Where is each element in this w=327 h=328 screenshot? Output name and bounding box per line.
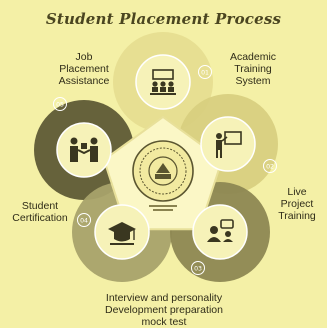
university-emblem-icon <box>132 140 194 211</box>
page-title: Student Placement Process <box>45 10 282 28</box>
step-label-live-project: Live Project Training <box>278 186 316 222</box>
interview-people-icon <box>207 219 234 242</box>
step-node-02: 02 <box>200 116 277 173</box>
svg-text:01: 01 <box>201 69 209 76</box>
svg-text:03: 03 <box>194 265 202 272</box>
step-number-badge: 01 <box>198 65 212 79</box>
step-label-interview: Interview and personality Development pr… <box>105 292 223 328</box>
step-node-03: 03 <box>191 204 248 275</box>
svg-text:04: 04 <box>80 217 88 224</box>
step-label-certification: Student Certification <box>12 200 68 224</box>
step-label-academic-training: Academic Training System <box>229 51 277 87</box>
step-number-badge: 03 <box>191 261 205 275</box>
graduation-cap-icon <box>108 222 136 245</box>
step-node-05: 05 <box>53 97 112 178</box>
svg-text:02: 02 <box>266 163 274 170</box>
svg-text:05: 05 <box>56 101 64 108</box>
step-node-04: 04 <box>77 204 150 260</box>
step-number-badge: 02 <box>263 159 277 173</box>
presenter-board-icon <box>216 131 242 158</box>
classroom-icon <box>150 69 176 95</box>
step-node-01: 01 <box>135 54 212 110</box>
step-label-job-placement: Job Placement Assistance <box>58 51 110 87</box>
handshake-icon <box>70 137 98 162</box>
step-number-badge: 05 <box>53 97 67 111</box>
step-number-badge: 04 <box>77 213 91 227</box>
